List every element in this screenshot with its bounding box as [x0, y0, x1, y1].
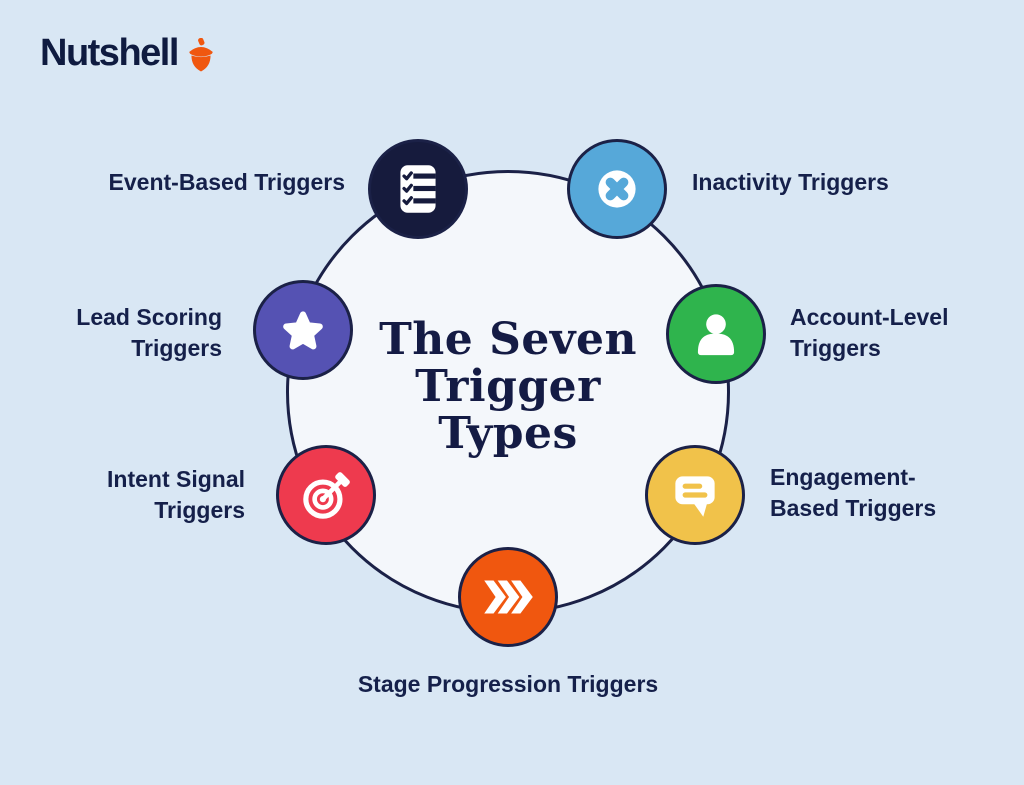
- checklist-icon: [400, 165, 436, 213]
- person-icon: [697, 314, 735, 356]
- node-intent-signal-triggers: [276, 445, 376, 545]
- label-account-level-triggers: Account-Level Triggers: [790, 304, 949, 361]
- node-lead-scoring-triggers: [253, 280, 353, 380]
- label-engagement-based-triggers: Engagement- Based Triggers: [770, 464, 937, 521]
- node-stage-progression-triggers: [458, 547, 558, 647]
- hub-circle: [286, 170, 730, 614]
- x-mark-icon: [598, 170, 636, 208]
- logo-wordmark: Nutshell: [40, 32, 179, 74]
- node-engagement-based-triggers: [645, 445, 745, 545]
- label-inactivity-triggers: Inactivity Triggers: [692, 169, 889, 195]
- label-stage-progression-triggers: Stage Progression Triggers: [357, 671, 659, 697]
- nutshell-logo: Nutshell: [40, 33, 216, 73]
- node-event-based-triggers: [368, 139, 468, 239]
- node-inactivity-triggers: [567, 139, 667, 239]
- chat-bubble-icon: [675, 476, 715, 517]
- diagram-title: The Seven Trigger Types: [379, 314, 637, 459]
- label-lead-scoring-triggers: Lead Scoring Triggers: [76, 304, 222, 361]
- acorn-icon: [189, 38, 213, 72]
- label-intent-signal-triggers: Intent Signal Triggers: [107, 466, 245, 523]
- star-icon: [283, 311, 323, 350]
- label-event-based-triggers: Event-Based Triggers: [108, 169, 345, 195]
- node-account-level-triggers: [666, 284, 766, 384]
- target-dart-icon: [303, 472, 350, 519]
- chevrons-icon: [484, 580, 533, 614]
